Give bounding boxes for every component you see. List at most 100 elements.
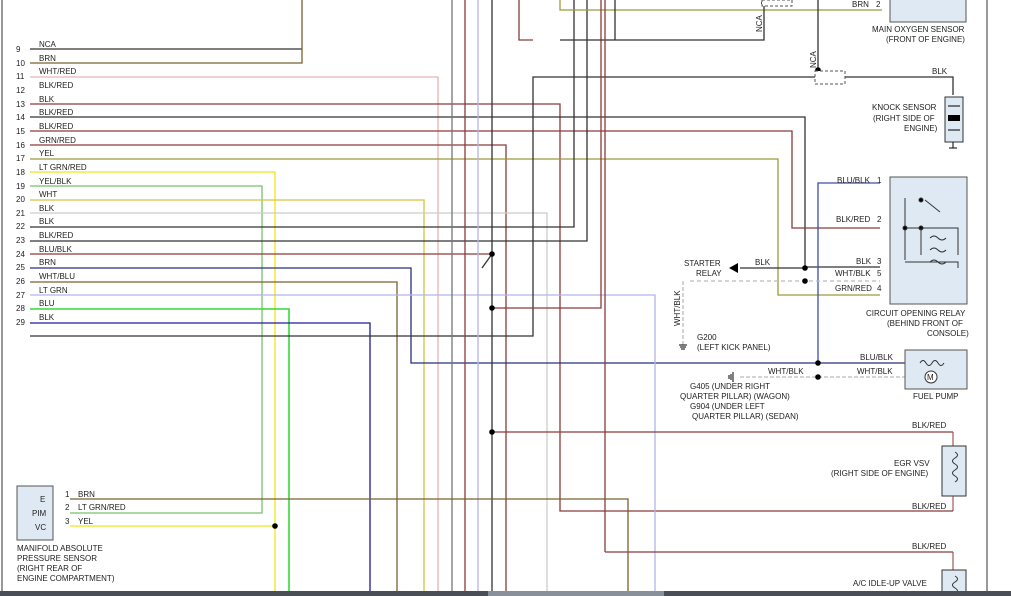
harness-wire-color-label: BLK/RED — [39, 231, 73, 240]
egr-vsv-name: EGR VSV — [894, 459, 930, 468]
harness-pin-number: 20 — [16, 195, 25, 204]
harness-wire-color-label: WHT/BLU — [39, 272, 75, 281]
harness-wire-color-label: NCA — [39, 40, 57, 49]
ac-valve-name: A/C IDLE-UP VALVE — [853, 579, 927, 588]
harness-wire-color-label: BRN — [39, 54, 56, 63]
harness-wire-color-label: BLU — [39, 299, 55, 308]
egr-wire-bottom: BLK/RED — [912, 502, 946, 511]
fuel-pump-motor-symbol: M — [927, 373, 934, 382]
harness-pin-number: 25 — [16, 263, 25, 272]
map-wire-label: YEL — [78, 517, 94, 526]
knock-sensor-loc1: (RIGHT SIDE OF — [873, 114, 935, 123]
harness-pin-number: 24 — [16, 250, 25, 259]
harness-pin-number: 14 — [16, 113, 25, 122]
g200-wire-label: WHT/BLK — [673, 290, 682, 326]
harness-wire-color-label: LT GRN — [39, 286, 68, 295]
relay-wire-label: GRN/RED — [835, 284, 872, 293]
g200-label: G200 — [697, 333, 717, 342]
nca-label-b: NCA — [809, 50, 818, 68]
harness-pin-number: 12 — [16, 86, 25, 95]
ground-note-4: QUARTER PILLAR) (SEDAN) — [692, 412, 799, 421]
harness-wire-color-label: BLK — [39, 217, 55, 226]
ground-wire-label: WHT/BLK — [768, 367, 804, 376]
harness-pin-number: 28 — [16, 304, 25, 313]
harness-pin-number: 9 — [16, 45, 21, 54]
fuel-pump-box — [904, 349, 968, 390]
relay-wire-label: WHT/BLK — [835, 269, 871, 278]
harness-pin-number: 27 — [16, 291, 25, 300]
map-pin-number: 3 — [65, 517, 70, 526]
harness-pin-number: 13 — [16, 100, 25, 109]
relay-pin-number: 5 — [877, 269, 882, 278]
harness-wire-color-label: WHT/RED — [39, 67, 77, 76]
harness-wire-color-label: LT GRN/RED — [39, 163, 87, 172]
starter-wire-label: BLK — [755, 258, 771, 267]
map-label-vc: VC — [35, 523, 46, 532]
harness-wire-color-label: BLK/RED — [39, 108, 73, 117]
relay-loc1: (BEHIND FRONT OF — [887, 319, 963, 328]
harness-pin-number: 23 — [16, 236, 25, 245]
egr-vsv-location: (RIGHT SIDE OF ENGINE) — [831, 469, 929, 478]
ground-note-2: QUARTER PILLAR) (WAGON) — [680, 392, 790, 401]
map-sensor-loc2: ENGINE COMPARTMENT) — [17, 574, 115, 583]
ac-wire-label: BLK/RED — [912, 542, 946, 551]
relay-wire-label: BLK/RED — [836, 215, 870, 224]
relay-pin-number: 1 — [877, 176, 882, 185]
harness-pin-rows: 9NCA10BRN11WHT/RED12BLK/RED13BLK14BLK/RE… — [16, 40, 302, 327]
map-pin-number: 2 — [65, 503, 70, 512]
harness-wire-color-label: BLK — [39, 313, 55, 322]
o2-pin: 2 — [876, 0, 881, 9]
map-sensor-name2: PRESSURE SENSOR — [17, 554, 97, 563]
map-sensor-loc1: (RIGHT REAR OF — [17, 564, 82, 573]
harness-pin-number: 21 — [16, 209, 25, 218]
nca-label-a: NCA — [755, 14, 764, 32]
harness-wire-color-label: BLK/RED — [39, 81, 73, 90]
harness-wire-color-label: BRN — [39, 258, 56, 267]
fuel-pump-name: FUEL PUMP — [913, 392, 959, 401]
relay-wire-label: BLU/BLK — [837, 176, 871, 185]
harness-pin-number: 15 — [16, 127, 25, 136]
egr-wire-top: BLK/RED — [912, 421, 946, 430]
harness-pin-number: 29 — [16, 318, 25, 327]
map-label-e: E — [40, 495, 45, 504]
relay-loc2: CONSOLE) — [927, 329, 969, 338]
harness-pin-number: 19 — [16, 182, 25, 191]
harness-wire-color-label: YEL/BLK — [39, 177, 72, 186]
harness-pin-number: 22 — [16, 222, 25, 231]
harness-wire-color-label: GRN/RED — [39, 136, 76, 145]
relay-wire-label: BLK — [856, 257, 872, 266]
relay-pin-number: 4 — [877, 284, 882, 293]
starter-relay-name2: RELAY — [696, 269, 722, 278]
knock-sensor-loc2: ENGINE) — [904, 124, 938, 133]
bottom-scrollbar-thumb[interactable] — [488, 591, 664, 596]
map-wire-label: BRN — [78, 490, 95, 499]
fuel-pump-wire2: WHT/BLK — [857, 367, 893, 376]
map-label-pim: PIM — [32, 509, 47, 518]
harness-wire-color-label: WHT — [39, 190, 57, 199]
harness-wire-color-label: BLK — [39, 95, 55, 104]
harness-pin-number: 11 — [16, 72, 25, 81]
knock-sensor-name: KNOCK SENSOR — [872, 103, 937, 112]
oxygen-sensor-box — [889, 0, 967, 23]
map-sensor-name1: MANIFOLD ABSOLUTE — [17, 544, 103, 553]
o2-sensor-name: MAIN OXYGEN SENSOR — [872, 25, 965, 34]
harness-wire-color-label: BLK/RED — [39, 122, 73, 131]
map-wire-label: LT GRN/RED — [78, 503, 126, 512]
relay-pin-number: 3 — [877, 257, 882, 266]
harness-pin-number: 26 — [16, 277, 25, 286]
harness-wire-color-label: BLK — [39, 204, 55, 213]
g200-location: (LEFT KICK PANEL) — [697, 343, 771, 352]
relay-name: CIRCUIT OPENING RELAY — [866, 309, 966, 318]
harness-pin-number: 10 — [16, 59, 25, 68]
fuel-pump-wire1: BLU/BLK — [860, 353, 894, 362]
starter-relay-name: STARTER — [684, 259, 721, 268]
o2-wire-label: BRN — [852, 0, 869, 9]
map-pin-labels: 1 BRN 2 LT GRN/RED 3 YEL — [65, 490, 126, 526]
map-pin-number: 1 — [65, 490, 70, 499]
ground-note-1: G405 (UNDER RIGHT — [690, 382, 770, 391]
o2-sensor-location: (FRONT OF ENGINE) — [886, 35, 965, 44]
map-sensor-box — [16, 485, 54, 541]
harness-pin-number: 16 — [16, 141, 25, 150]
harness-pin-number: 18 — [16, 168, 25, 177]
